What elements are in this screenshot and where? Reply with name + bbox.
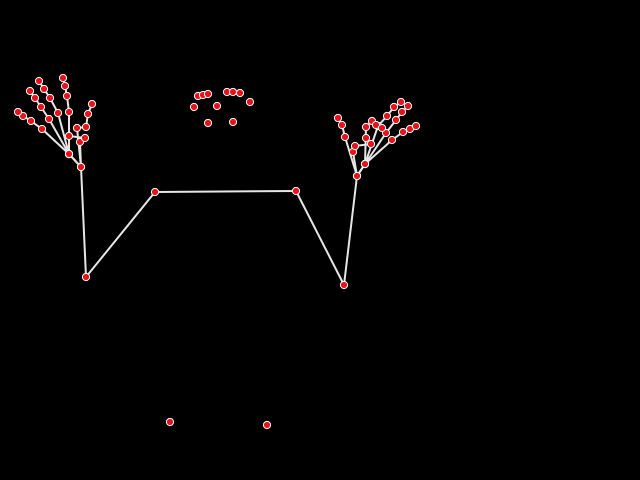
left-hand-middle-joint — [53, 108, 63, 118]
right-hand-pinky-joint — [340, 132, 350, 142]
left-hand-extra-joint — [80, 133, 90, 143]
face-keypoint — [189, 102, 199, 112]
right-hand-ring-joint — [361, 122, 371, 132]
joint-left-elbow — [81, 272, 91, 282]
bone-right-shoulder-to-right-elbow — [295, 190, 345, 286]
face-keypoint — [228, 87, 238, 97]
bone-right-elbow-to-right-wrist — [343, 175, 358, 286]
left-hand-middle-joint — [39, 84, 49, 94]
left-hand-extra-bone — [79, 141, 82, 168]
right-hand-ring-joint — [360, 159, 370, 169]
left-hand-middle-bone — [57, 112, 70, 155]
left-hand-ring-joint — [62, 91, 72, 101]
left-hand-ring-joint — [64, 107, 74, 117]
left-hand-thumb-bone — [41, 128, 70, 155]
joint-right-elbow — [339, 280, 349, 290]
left-hand-ring-joint — [64, 149, 74, 159]
joint-right-hip — [262, 420, 272, 430]
joint-left-shoulder — [150, 187, 160, 197]
left-hand-index-bone — [48, 118, 70, 155]
left-hand-index-joint — [30, 93, 40, 103]
left-hand-pinky-joint — [72, 123, 82, 133]
right-hand-middle-joint — [396, 97, 406, 107]
right-hand-thumb-joint — [387, 135, 397, 145]
face-keypoint — [203, 118, 213, 128]
left-hand-ring-joint — [60, 81, 70, 91]
left-hand-index-joint — [44, 114, 54, 124]
left-hand-middle-joint — [34, 76, 44, 86]
right-hand-thumb-joint — [398, 127, 408, 137]
left-hand-pinky-joint — [87, 99, 97, 109]
right-hand-extra-joint — [350, 141, 360, 151]
right-hand-middle-joint — [382, 111, 392, 121]
right-hand-extra-joint — [361, 133, 371, 143]
joint-right-shoulder — [291, 186, 301, 196]
right-hand-extra-joint — [366, 139, 376, 149]
face-keypoint — [235, 88, 245, 98]
left-hand-index-joint — [36, 102, 46, 112]
face-keypoint — [245, 97, 255, 107]
left-hand-thumb-joint — [26, 116, 36, 126]
right-hand-index-bone — [364, 132, 387, 165]
right-hand-ring-joint — [377, 123, 387, 133]
right-hand-index-joint — [397, 107, 407, 117]
left-hand-pinky-joint — [83, 109, 93, 119]
joint-left-hip — [165, 417, 175, 427]
left-hand-thumb-joint — [13, 107, 23, 117]
left-hand-thumb-joint — [37, 124, 47, 134]
bone-left-shoulder-to-right-shoulder — [154, 190, 297, 193]
face-keypoint — [212, 101, 222, 111]
left-hand-ring-joint — [58, 73, 68, 83]
bone-left-shoulder-to-left-elbow — [85, 191, 156, 278]
left-hand-extra-joint — [76, 162, 86, 172]
right-hand-thumb-bone — [364, 139, 393, 165]
face-keypoint — [203, 89, 213, 99]
left-hand-pinky-joint — [81, 122, 91, 132]
right-hand-pinky-joint — [333, 113, 343, 123]
right-hand-extra-joint — [352, 171, 362, 181]
right-hand-index-joint — [403, 101, 413, 111]
right-hand-middle-joint — [389, 102, 399, 112]
skeleton-joints — [13, 73, 421, 430]
face-keypoint — [228, 117, 238, 127]
right-hand-pinky-joint — [337, 120, 347, 130]
right-hand-thumb-joint — [411, 121, 421, 131]
left-hand-index-joint — [25, 86, 35, 96]
right-hand-index-joint — [391, 115, 401, 125]
left-hand-extra-joint — [64, 131, 74, 141]
bone-left-elbow-to-left-wrist — [80, 166, 87, 278]
left-hand-middle-joint — [45, 93, 55, 103]
